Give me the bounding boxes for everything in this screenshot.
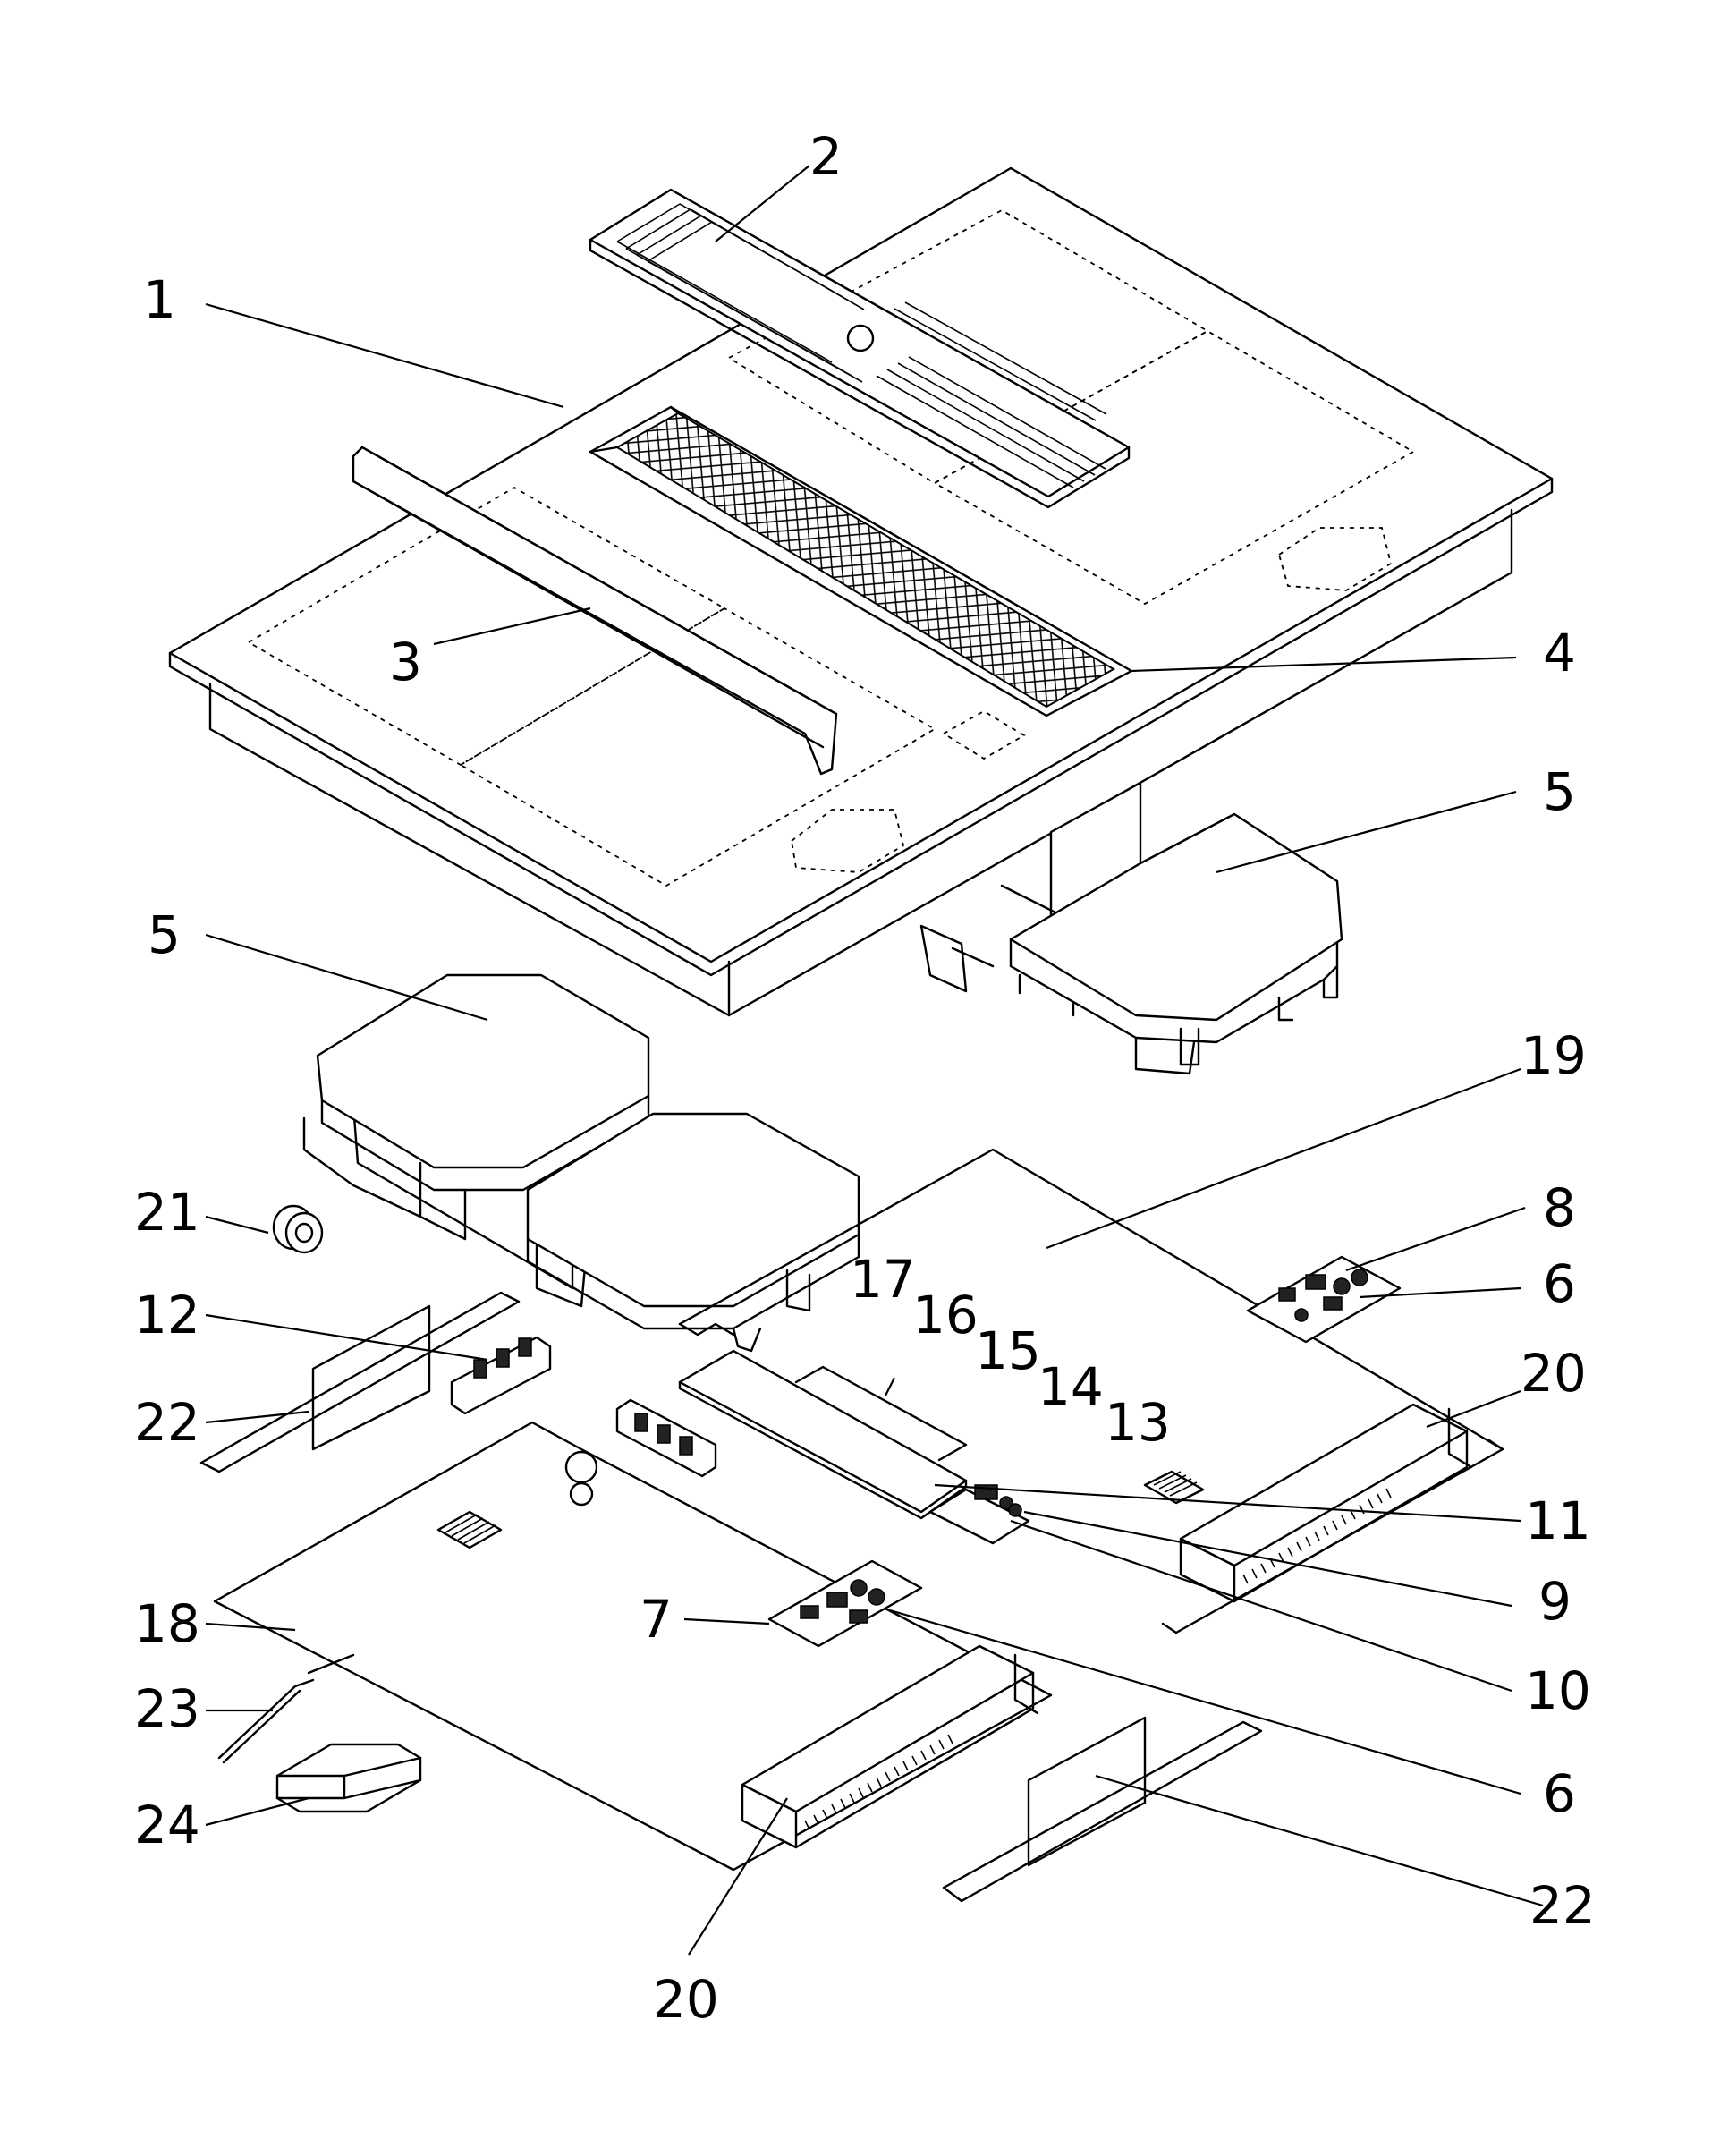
callout-14: 14	[1038, 1356, 1104, 1417]
callout-15: 15	[975, 1320, 1041, 1381]
callout-1: 1	[143, 269, 176, 330]
callout-20-left: 20	[653, 1969, 719, 2030]
cable-connector	[275, 1743, 422, 1813]
induction-coil-unit-left	[302, 973, 860, 1353]
callout-8: 8	[1543, 1177, 1576, 1238]
callout-20-right: 20	[1521, 1343, 1587, 1404]
callout-7: 7	[640, 1589, 673, 1650]
callout-13: 13	[1105, 1392, 1171, 1453]
callout-4: 4	[1543, 623, 1576, 683]
callout-6-left: 6	[1543, 1763, 1576, 1824]
callout-9: 9	[1538, 1571, 1572, 1632]
power-board-right	[1246, 1255, 1402, 1344]
vent-grille	[589, 188, 1131, 509]
callout-5-right: 5	[1543, 761, 1576, 822]
downdraft-filter	[589, 405, 1133, 717]
callout-6-right: 6	[1543, 1253, 1576, 1314]
induction-coil-unit-right	[919, 812, 1343, 1075]
heatsink-left	[741, 1644, 1039, 1849]
control-panel-assembly	[678, 1349, 1205, 1545]
grommet	[272, 1204, 324, 1254]
callout-24: 24	[134, 1795, 200, 1855]
callout-16: 16	[912, 1285, 979, 1345]
main-circuit-board-left	[213, 1421, 1053, 1872]
terminal-block-lower	[615, 1398, 717, 1478]
callout-10: 10	[1525, 1660, 1591, 1721]
callout-12: 12	[134, 1285, 200, 1345]
cooktop-top-plate	[168, 166, 1554, 1017]
callout-labels: 1 2 3 4 5 5 19 8 6 21 17 16 15 14 13 12 …	[134, 126, 1596, 2030]
insulation-sheet-left	[199, 1291, 521, 1473]
leader-lines	[205, 165, 1544, 1956]
callout-11: 11	[1525, 1490, 1591, 1551]
callout-17: 17	[850, 1249, 916, 1310]
heatsink-fins	[1242, 1488, 1392, 1584]
main-circuit-board-right	[678, 1148, 1504, 1634]
power-cable	[217, 1653, 355, 1764]
insulation-sheet-right	[942, 1716, 1263, 1903]
callout-2: 2	[809, 126, 843, 187]
callout-5-left: 5	[148, 904, 181, 965]
callout-22-left: 22	[134, 1392, 200, 1453]
callout-18: 18	[134, 1593, 200, 1654]
heatsink-right	[1179, 1403, 1473, 1603]
callout-3: 3	[389, 632, 422, 692]
callout-19: 19	[1521, 1025, 1587, 1086]
callout-23: 23	[134, 1678, 200, 1739]
side-trim-profile	[352, 446, 838, 776]
callout-22-right: 22	[1529, 1875, 1596, 1936]
power-board-left	[767, 1559, 923, 1648]
terminal-block-upper	[450, 1336, 552, 1415]
callout-21: 21	[134, 1182, 200, 1243]
